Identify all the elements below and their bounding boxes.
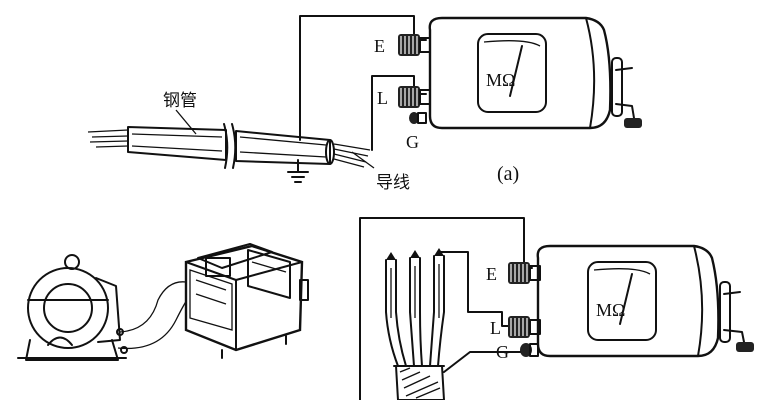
megohmmeter-b bbox=[184, 243, 309, 359]
pipe-leader-line bbox=[175, 109, 197, 135]
terminal-l-label: L bbox=[490, 318, 501, 338]
unit-label: MΩ bbox=[596, 300, 625, 320]
cable-sheath bbox=[393, 365, 445, 400]
terminal-l-label: L bbox=[377, 88, 388, 108]
motor-icon bbox=[17, 254, 127, 361]
terminal-e[interactable] bbox=[508, 262, 541, 284]
terminal-l[interactable] bbox=[398, 86, 431, 108]
guard-lead bbox=[443, 351, 521, 373]
wire-bundle-left bbox=[87, 129, 129, 148]
line-wire bbox=[439, 251, 511, 327]
wire-bundle-right bbox=[333, 143, 371, 168]
megohmmeter-c: MΩ E L G bbox=[486, 244, 754, 362]
caption-a: (a) bbox=[497, 163, 519, 185]
terminal-e[interactable] bbox=[398, 34, 431, 56]
wire-label: 导线 bbox=[376, 173, 410, 193]
crank-handle-icon[interactable] bbox=[611, 57, 642, 128]
meter-dial bbox=[477, 33, 547, 113]
panel-c: MΩ E L G bbox=[359, 217, 754, 400]
crank-handle-icon[interactable] bbox=[719, 281, 754, 352]
panel-b bbox=[17, 243, 309, 361]
terminal-g[interactable] bbox=[409, 112, 427, 124]
terminal-l[interactable] bbox=[508, 316, 541, 338]
terminal-e-label: E bbox=[486, 264, 497, 284]
terminal-e-label: E bbox=[374, 36, 385, 56]
ground-icon bbox=[287, 159, 309, 183]
panel-a: 钢管 导线 (a) MΩ E L bbox=[87, 15, 642, 193]
unit-label: MΩ bbox=[486, 70, 515, 90]
cable-conductors bbox=[385, 248, 445, 367]
terminal-g-label: G bbox=[406, 132, 419, 152]
terminal-g[interactable] bbox=[520, 343, 539, 357]
pipe-label: 钢管 bbox=[163, 91, 197, 111]
meter-dial bbox=[587, 261, 657, 341]
wire-leader-line bbox=[351, 151, 375, 169]
test-leads-b bbox=[116, 281, 191, 354]
steel-pipe bbox=[127, 123, 335, 169]
megohmmeter-a: MΩ E L G bbox=[374, 16, 642, 152]
